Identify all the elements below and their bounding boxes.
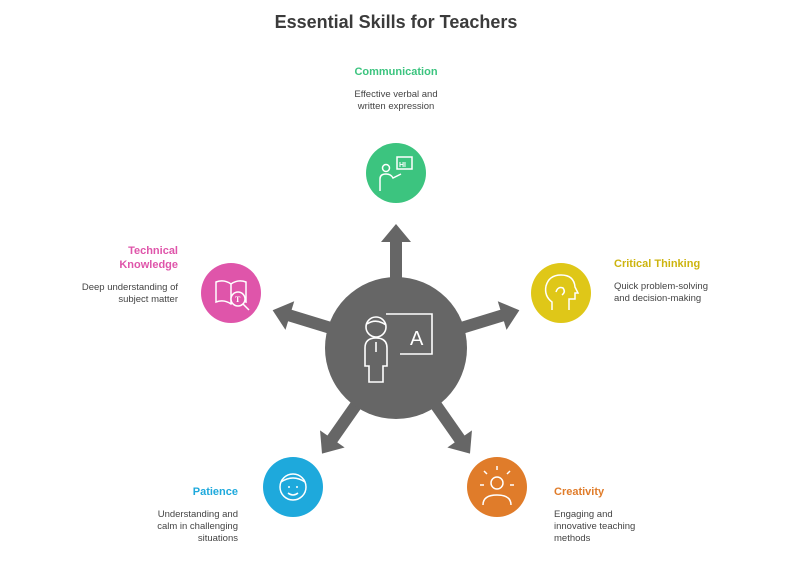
communication-circle: [366, 143, 426, 203]
svg-text:T: T: [235, 295, 241, 304]
brain-head-icon: [544, 274, 580, 310]
lightbulb-person-icon: [480, 466, 514, 506]
skill-technical-knowledge: Technical Knowledge Deep understanding o…: [81, 245, 178, 305]
book-search-icon: [215, 280, 250, 311]
skill-creativity: Creativity Engaging and innovative teach…: [554, 486, 636, 544]
board-letter: A: [410, 328, 424, 350]
teacher-board-icon: [364, 313, 433, 383]
calm-face-icon: [279, 473, 307, 501]
creativity-circle: [467, 457, 527, 517]
speaker-hi-icon: [379, 156, 413, 191]
center-circle: [325, 277, 467, 419]
skill-communication: Communication Effective verbal and writt…: [354, 66, 438, 112]
svg-text:HI: HI: [399, 162, 406, 169]
skill-critical-thinking: Critical Thinking Quick problem-solving …: [614, 258, 708, 304]
arrow-up: [381, 224, 411, 288]
diagram-title: Essential Skills for Teachers: [274, 12, 518, 32]
critical-thinking-circle: [531, 263, 591, 323]
patience-circle: [263, 457, 323, 517]
skill-patience: Patience Understanding and calm in chall…: [157, 486, 238, 544]
